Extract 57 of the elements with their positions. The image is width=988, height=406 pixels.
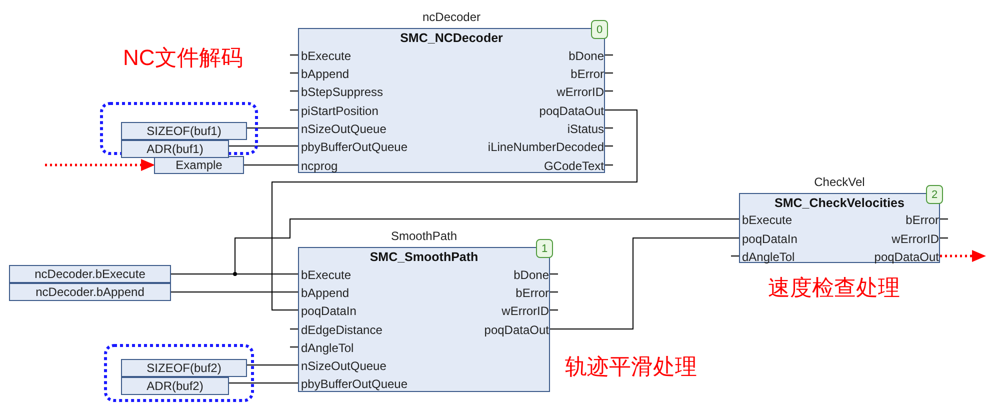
input-pin-label: ncprog bbox=[299, 157, 449, 175]
variable-box: ADR(buf2) bbox=[121, 377, 229, 395]
block-type-name: SMC_NCDecoder bbox=[399, 31, 504, 45]
input-pin-label: dAngleTol bbox=[740, 248, 840, 266]
annotation-text: NC文件解码 bbox=[123, 44, 243, 72]
output-pin-label: bDone bbox=[425, 266, 551, 284]
execution-order-badge: 1 bbox=[536, 239, 553, 258]
connector-line bbox=[244, 164, 298, 166]
input-pin-label: bAppend bbox=[299, 284, 425, 302]
block-instance-name: ncDecoder bbox=[421, 10, 482, 24]
execution-order-badge: 2 bbox=[926, 185, 943, 204]
output-pin-label: poqDataOut bbox=[840, 248, 941, 266]
input-pin-label: nSizeOutQueue bbox=[299, 357, 425, 375]
arrow bbox=[45, 159, 155, 171]
input-pin-label: poqDataIn bbox=[740, 230, 840, 248]
output-pin-label: poqDataOut bbox=[425, 321, 551, 339]
input-pin-label: poqDataIn bbox=[299, 302, 425, 320]
connector-line bbox=[550, 238, 740, 330]
input-pin-label: bExecute bbox=[299, 266, 425, 284]
variable-box: ncDecoder.bAppend bbox=[9, 283, 171, 301]
output-pin-label: wErrorID bbox=[456, 83, 606, 101]
variable-box: ncDecoder.bExecute bbox=[9, 265, 171, 283]
block-instance-name: SmoothPath bbox=[390, 229, 458, 243]
input-pin-label: pbyBufferOutQueue bbox=[299, 375, 425, 393]
output-pin-label: iLineNumberDecoded bbox=[456, 138, 606, 156]
output-pin-label: bError bbox=[840, 211, 941, 229]
input-pin-label: bAppend bbox=[299, 65, 449, 83]
input-pin-label: bExecute bbox=[299, 47, 449, 65]
connector-line bbox=[272, 110, 638, 310]
output-pin-label: GCodeText bbox=[456, 157, 606, 175]
input-pin-label: piStartPosition bbox=[299, 102, 449, 120]
input-pin-label: dEdgeDistance bbox=[299, 321, 425, 339]
annotation-text: 轨迹平滑处理 bbox=[565, 353, 697, 381]
input-pin-label: nSizeOutQueue bbox=[299, 120, 449, 138]
output-pin-label: bError bbox=[456, 65, 606, 83]
variable-box: SIZEOF(buf1) bbox=[121, 122, 247, 140]
output-pin-label: bDone bbox=[456, 47, 606, 65]
input-pin-label: bExecute bbox=[740, 211, 840, 229]
dotted-group-outline bbox=[100, 102, 258, 155]
output-pin-label: wErrorID bbox=[425, 302, 551, 320]
block-type-name: SMC_SmoothPath bbox=[368, 250, 480, 264]
input-pin-label: dAngleTol bbox=[299, 339, 425, 357]
execution-order-badge: 0 bbox=[591, 20, 608, 39]
block-type-name: SMC_CheckVelocities bbox=[774, 196, 906, 210]
dotted-group-outline bbox=[104, 344, 254, 402]
output-pin-label: wErrorID bbox=[840, 230, 941, 248]
annotation-text: 速度检查处理 bbox=[768, 274, 900, 302]
variable-box: Example bbox=[154, 156, 244, 174]
input-pin-label: pbyBufferOutQueue bbox=[299, 138, 449, 156]
output-pin-label: bError bbox=[425, 284, 551, 302]
arrow bbox=[940, 250, 986, 262]
output-pin-label: iStatus bbox=[456, 120, 606, 138]
variable-box: SIZEOF(buf2) bbox=[121, 359, 247, 377]
input-pin-label: bStepSuppress bbox=[299, 83, 449, 101]
output-pin-label: poqDataOut bbox=[456, 102, 606, 120]
variable-box: ADR(buf1) bbox=[121, 140, 229, 158]
block-instance-name: CheckVel bbox=[813, 175, 866, 189]
